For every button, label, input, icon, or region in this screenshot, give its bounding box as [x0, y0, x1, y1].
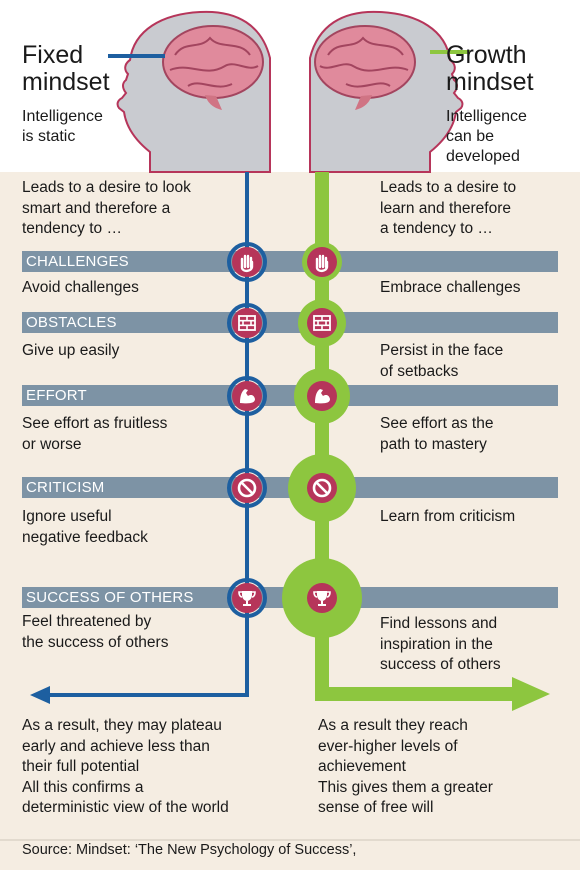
source-note: Source: Mindset: ‘The New Psychology of …: [22, 842, 357, 858]
header-panel: [0, 0, 580, 172]
fixed-brain-icon: [162, 25, 264, 110]
flexed-arm-icon: [232, 381, 262, 411]
band-challenges: [22, 251, 558, 272]
trophy-icon: [307, 583, 337, 613]
row-label-effort: EFFORT: [26, 387, 87, 404]
flexed-arm-icon: [307, 381, 337, 411]
band-effort: [22, 385, 558, 406]
fixed-obstacles-text: Give up easily: [22, 342, 120, 359]
row-label-challenges: CHALLENGES: [26, 253, 129, 270]
band-obstacles: [22, 312, 558, 333]
hand-icon: [232, 247, 262, 277]
no-entry-icon: [232, 473, 262, 503]
growth-criticism-text: Learn from criticism: [380, 508, 516, 525]
brick-wall-icon: [232, 308, 262, 338]
growth-challenges-text: Embrace challenges: [380, 279, 521, 296]
hand-icon: [307, 247, 337, 277]
no-entry-icon: [307, 473, 337, 503]
row-label-success-of-others: SUCCESS OF OTHERS: [26, 589, 194, 606]
row-label-criticism: CRITICISM: [26, 479, 105, 496]
fixed-path-line: [30, 172, 267, 704]
growth-brain-icon: [314, 25, 416, 110]
trophy-icon: [232, 583, 262, 613]
fixed-challenges-text: Avoid challenges: [22, 279, 139, 296]
row-label-obstacles: OBSTACLES: [26, 314, 117, 331]
brick-wall-icon: [307, 308, 337, 338]
